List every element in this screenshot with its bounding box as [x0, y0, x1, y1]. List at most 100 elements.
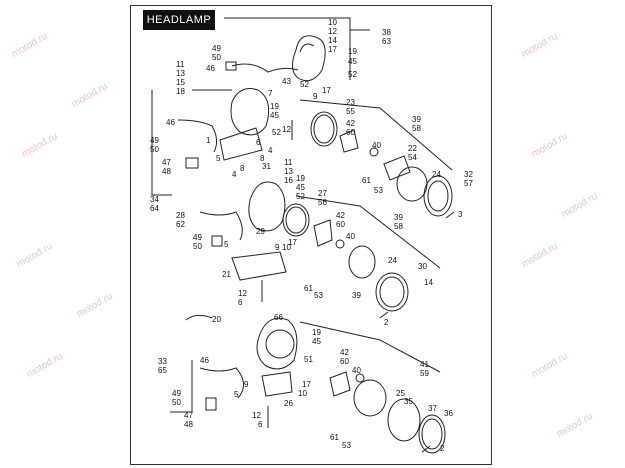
- label-30: 30: [418, 262, 427, 271]
- label-50: 50: [172, 398, 181, 407]
- bulb-40b: [335, 239, 345, 249]
- wire-harness-2: [177, 119, 218, 153]
- label-46: 46: [166, 118, 175, 127]
- label-4: 4: [268, 146, 273, 155]
- label-46: 46: [200, 356, 209, 365]
- label-49: 49: [212, 44, 221, 53]
- headlamp-housing-top: [292, 35, 326, 82]
- seal-ring-23: [310, 111, 338, 147]
- label-50: 50: [193, 242, 202, 251]
- label-45: 45: [312, 337, 321, 346]
- label-16: 16: [284, 176, 293, 185]
- label-43: 43: [282, 77, 291, 86]
- label-24: 24: [432, 170, 441, 179]
- wire-harness-top: [231, 63, 299, 73]
- mount-bracket-2: [219, 127, 263, 161]
- label-34: 34: [150, 195, 159, 204]
- bulb-socket-42: [339, 129, 359, 153]
- label-20: 20: [212, 315, 221, 324]
- label-52: 52: [300, 80, 309, 89]
- label-42: 42: [346, 119, 355, 128]
- label-39: 39: [352, 291, 361, 300]
- label-60: 60: [336, 220, 345, 229]
- label-58: 58: [394, 222, 403, 231]
- label-23: 23: [346, 98, 355, 107]
- label-52: 52: [296, 192, 305, 201]
- label-38: 38: [382, 28, 391, 37]
- label-53: 53: [314, 291, 323, 300]
- label-53: 53: [374, 186, 383, 195]
- label-24: 24: [388, 256, 397, 265]
- label-48: 48: [184, 420, 193, 429]
- label-42: 42: [340, 348, 349, 357]
- label-12: 12: [282, 125, 291, 134]
- label-8: 8: [260, 154, 265, 163]
- label-17: 17: [328, 45, 337, 54]
- label-66: 66: [274, 313, 283, 322]
- headlamp-housing-3: [248, 181, 286, 232]
- label-17: 17: [322, 86, 331, 95]
- label-60: 60: [340, 357, 349, 366]
- label-10: 10: [328, 18, 337, 27]
- label-2: 2: [440, 444, 445, 453]
- trim-ring-36: [418, 414, 446, 454]
- label-59: 59: [420, 369, 429, 378]
- bracket-26: [261, 371, 293, 397]
- label-49: 49: [150, 136, 159, 145]
- seal-ring-27: [282, 203, 310, 237]
- connector-4: [205, 397, 217, 411]
- trim-ring-30: [375, 272, 409, 312]
- label-52: 52: [272, 128, 281, 137]
- label-36: 36: [444, 409, 453, 418]
- label-17: 17: [288, 238, 297, 247]
- callout-bracket-38: [224, 17, 351, 80]
- label-61: 61: [362, 176, 371, 185]
- label-12: 12: [238, 289, 247, 298]
- label-53: 53: [342, 441, 351, 450]
- label-5: 5: [216, 154, 221, 163]
- bulb-40: [369, 147, 379, 157]
- headlamp-housing-2: [230, 88, 270, 136]
- label-51: 51: [304, 355, 313, 364]
- connector-2: [185, 157, 199, 169]
- label-6: 6: [256, 138, 261, 147]
- retainer-22: [383, 155, 411, 181]
- label-46: 46: [206, 64, 215, 73]
- label-12: 12: [252, 411, 261, 420]
- label-25: 25: [396, 389, 405, 398]
- label-50: 50: [150, 145, 159, 154]
- label-2: 2: [384, 318, 389, 327]
- label-8: 8: [240, 164, 245, 173]
- label-14: 14: [424, 278, 433, 287]
- lens-24: [396, 166, 428, 202]
- label-63: 63: [382, 37, 391, 46]
- label-4: 4: [232, 170, 237, 179]
- label-48: 48: [162, 167, 171, 176]
- label-6: 6: [238, 298, 243, 307]
- bulb-socket-42c: [329, 371, 351, 397]
- label-39: 39: [394, 213, 403, 222]
- label-37: 37: [428, 404, 437, 413]
- label-47: 47: [162, 158, 171, 167]
- label-22: 22: [408, 144, 417, 153]
- lens-25: [353, 379, 387, 417]
- label-54: 54: [408, 153, 417, 162]
- label-47: 47: [184, 411, 193, 420]
- label-14: 14: [328, 36, 337, 45]
- label-21: 21: [222, 270, 231, 279]
- label-27: 27: [318, 189, 327, 198]
- label-15: 15: [176, 78, 185, 87]
- label-49: 49: [172, 389, 181, 398]
- bulb-40c: [355, 373, 365, 383]
- label-49: 49: [193, 233, 202, 242]
- label-50: 50: [212, 53, 221, 62]
- trim-ring-32: [423, 175, 453, 217]
- label-3: 3: [458, 210, 463, 219]
- label-39: 39: [412, 115, 421, 124]
- label-55: 55: [346, 107, 355, 116]
- label-56: 56: [318, 198, 327, 207]
- label-10: 10: [282, 243, 291, 252]
- label-33: 33: [158, 357, 167, 366]
- connector-3: [211, 235, 223, 247]
